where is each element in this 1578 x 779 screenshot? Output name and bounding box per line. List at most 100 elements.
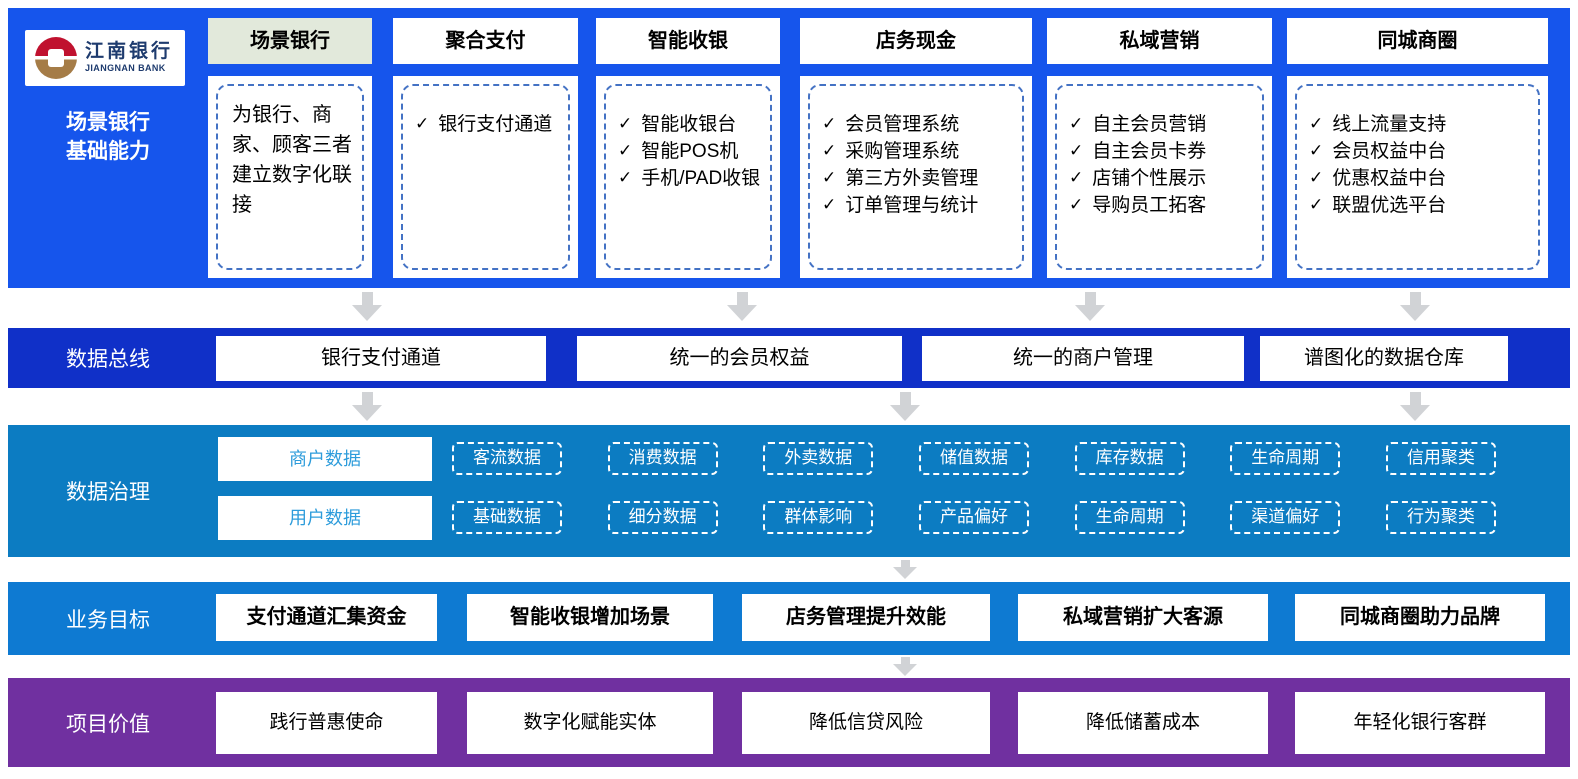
tab-city-circle: 同城商圈 [1287, 18, 1548, 64]
project-value-band: 项目价值 践行普惠使命数字化赋能实体降低信贷风险降低储蓄成本年轻化银行客群 [8, 678, 1570, 767]
capability-item-text: 手机/PAD收银 [641, 167, 761, 189]
capability-item: ✓ 订单管理与统计 [822, 193, 1014, 220]
capability-item: ✓ 第三方外卖管理 [822, 166, 1014, 193]
dashed-panel: ✓ 智能收银台 ✓ 智能POS机 ✓ 手机/PAD收银 [604, 84, 772, 270]
business-goal-box: 智能收银增加场景 [467, 594, 713, 641]
column-content: ✓ 自主会员营销 ✓ 自主会员卡券 ✓ 店铺个性展示 ✓ 导购员工拓客 [1047, 76, 1272, 278]
check-icon: ✓ [822, 140, 837, 160]
capability-item: ✓ 智能收银台 [618, 112, 762, 139]
check-icon: ✓ [415, 114, 430, 133]
capability-item-text: 采购管理系统 [845, 140, 960, 162]
check-icon: ✓ [1309, 114, 1324, 133]
project-value-box: 践行普惠使命 [216, 692, 437, 754]
row-label-data-governance: 数据治理 [66, 481, 150, 504]
capability-item-text: 自主会员营销 [1092, 114, 1207, 135]
check-icon: ✓ [618, 167, 633, 187]
check-icon: ✓ [822, 114, 837, 133]
capability-item: ✓ 会员管理系统 [822, 112, 1014, 139]
capability-item-text: 智能POS机 [641, 140, 739, 162]
down-arrow-icon [352, 292, 382, 321]
capability-item: ✓ 自主会员营销 [1069, 112, 1254, 139]
down-arrow-icon [1400, 292, 1430, 321]
dashed-panel: ✓ 自主会员营销 ✓ 自主会员卡券 ✓ 店铺个性展示 ✓ 导购员工拓客 [1055, 84, 1264, 270]
capability-column-city-circle: 同城商圈 ✓ 线上流量支持 ✓ 会员权益中台 ✓ 优惠权益中台 ✓ [1287, 8, 1548, 288]
user-data-chip: 细分数据 [607, 501, 718, 534]
check-icon: ✓ [1309, 140, 1324, 160]
capability-column-smart-cashier: 智能收银 ✓ 智能收银台 ✓ 智能POS机 ✓ 手机/PAD收银 [596, 8, 780, 288]
merchant-data-chip: 信用聚类 [1385, 442, 1496, 475]
tab-store-cash: 店务现金 [800, 18, 1032, 64]
data-bus-band: 数据总线 银行支付通道统一的会员权益统一的商户管理谱图化的数据仓库 [8, 328, 1570, 388]
business-goal-box: 同城商圈助力品牌 [1295, 594, 1545, 641]
capability-item: ✓ 自主会员卡券 [1069, 139, 1254, 166]
capability-item-text: 第三方外卖管理 [845, 167, 979, 189]
row-label-capability: 场景银行 基础能力 [22, 108, 194, 167]
merchant-data-chip: 外卖数据 [763, 442, 874, 475]
check-icon: ✓ [1309, 194, 1324, 214]
scene-bank-description: 为银行、商家、顾客三者建立数字化联接 [232, 104, 352, 216]
bank-logo: 江南银行 JIANGNAN BANK [25, 30, 185, 86]
column-content: ✓ 线上流量支持 ✓ 会员权益中台 ✓ 优惠权益中台 ✓ 联盟优选平台 [1287, 76, 1548, 278]
business-goal-box: 店务管理提升效能 [742, 594, 990, 641]
down-arrow-icon [352, 392, 382, 421]
capability-item: ✓ 优惠权益中台 [1309, 166, 1530, 193]
capability-item-text: 优惠权益中台 [1332, 167, 1447, 189]
capability-item-text: 导购员工拓客 [1092, 194, 1207, 216]
column-content: ✓ 会员管理系统 ✓ 采购管理系统 ✓ 第三方外卖管理 ✓ 订单管理与统计 [800, 76, 1032, 278]
merchant-data-chip: 生命周期 [1230, 442, 1341, 475]
check-icon: ✓ [618, 114, 633, 133]
column-content: ✓ 智能收银台 ✓ 智能POS机 ✓ 手机/PAD收银 [596, 76, 780, 278]
check-icon: ✓ [1309, 167, 1324, 187]
merchant-data-chip: 库存数据 [1074, 442, 1185, 475]
user-data-chip: 行为聚类 [1385, 501, 1496, 534]
down-arrow-icon [893, 560, 917, 579]
capability-item: ✓ 采购管理系统 [822, 139, 1014, 166]
check-icon: ✓ [822, 194, 837, 214]
capability-column-aggregate-pay: 聚合支付 ✓ 银行支付通道 [393, 8, 578, 288]
capability-item: ✓ 店铺个性展示 [1069, 166, 1254, 193]
check-icon: ✓ [1069, 167, 1084, 187]
dashed-panel: ✓ 线上流量支持 ✓ 会员权益中台 ✓ 优惠权益中台 ✓ 联盟优选平台 [1295, 84, 1540, 270]
down-arrow-icon [890, 392, 920, 421]
tab-private-marketing: 私域营销 [1047, 18, 1272, 64]
data-bus-box: 统一的商户管理 [922, 336, 1244, 381]
bank-name-en: JIANGNAN BANK [85, 63, 166, 74]
down-arrow-icon [893, 657, 917, 676]
project-value-box: 年轻化银行客群 [1295, 692, 1545, 754]
project-value-box: 降低储蓄成本 [1018, 692, 1268, 754]
project-value-box: 降低信贷风险 [742, 692, 990, 754]
capability-item-text: 店铺个性展示 [1092, 167, 1207, 189]
column-content: 为银行、商家、顾客三者建立数字化联接 [208, 76, 372, 278]
capability-item-text: 会员权益中台 [1332, 140, 1447, 162]
business-goal-box: 私域营销扩大客源 [1018, 594, 1268, 641]
tab-aggregate-pay: 聚合支付 [393, 18, 578, 64]
row-label-project-value: 项目价值 [66, 712, 150, 736]
business-goal-band: 业务目标 支付通道汇集资金智能收银增加场景店务管理提升效能私域营销扩大客源同城商… [8, 582, 1570, 655]
capability-item-text: 智能收银台 [641, 114, 737, 135]
capability-item-text: 会员管理系统 [845, 114, 960, 135]
row-label-data-bus: 数据总线 [66, 348, 150, 371]
capability-item-text: 联盟优选平台 [1332, 194, 1447, 216]
capability-item: ✓ 银行支付通道 [415, 112, 560, 139]
down-arrow-icon [1400, 392, 1430, 421]
row-label-business-goal: 业务目标 [66, 608, 150, 632]
check-icon: ✓ [1069, 194, 1084, 214]
merchant-data-chip: 储值数据 [918, 442, 1029, 475]
user-data-chip: 产品偏好 [918, 501, 1029, 534]
data-bus-box: 谱图化的数据仓库 [1260, 336, 1508, 381]
capability-item: ✓ 线上流量支持 [1309, 112, 1530, 139]
dashed-panel: ✓ 银行支付通道 [401, 84, 570, 270]
capability-column-private-marketing: 私域营销 ✓ 自主会员营销 ✓ 自主会员卡券 ✓ 店铺个性展示 ✓ [1047, 8, 1272, 288]
capability-item-text: 订单管理与统计 [845, 194, 979, 216]
down-arrow-icon [1075, 292, 1105, 321]
merchant-data-chip: 客流数据 [452, 442, 562, 475]
capability-item: ✓ 会员权益中台 [1309, 139, 1530, 166]
check-icon: ✓ [822, 167, 837, 187]
dashed-panel: ✓ 会员管理系统 ✓ 采购管理系统 ✓ 第三方外卖管理 ✓ 订单管理与统计 [808, 84, 1024, 270]
capability-column-store-cash: 店务现金 ✓ 会员管理系统 ✓ 采购管理系统 ✓ 第三方外卖管理 ✓ [800, 8, 1032, 288]
user-data-category: 用户数据 [218, 496, 432, 540]
capability-item: ✓ 导购员工拓客 [1069, 193, 1254, 220]
check-icon: ✓ [618, 140, 633, 160]
capability-item-text: 银行支付通道 [438, 114, 553, 135]
merchant-data-chip: 消费数据 [607, 442, 718, 475]
